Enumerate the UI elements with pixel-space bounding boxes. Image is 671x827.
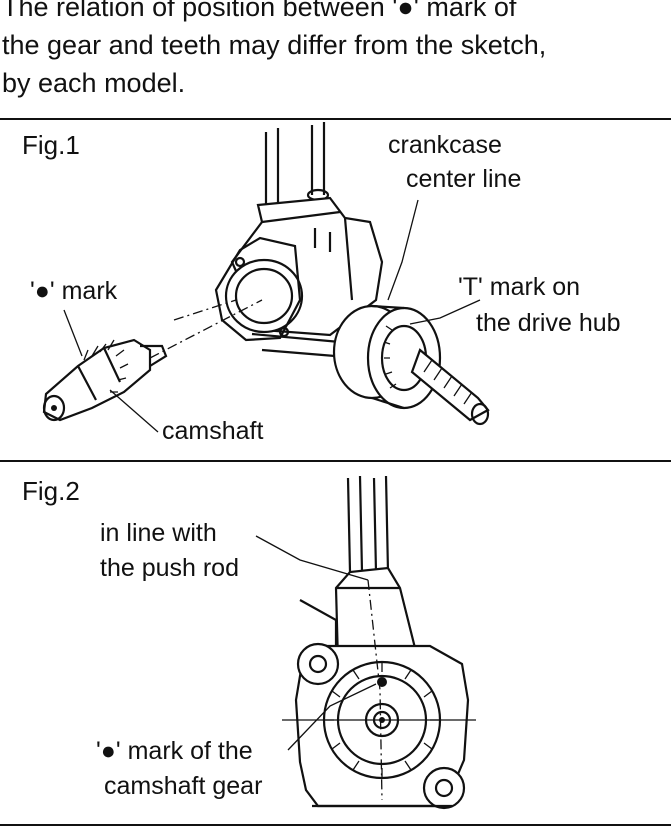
gear-mark-label-line2: camshaft gear bbox=[104, 772, 263, 800]
intro-line-1: The relation of position between '●' mar… bbox=[2, 0, 671, 26]
t-mark-label-line2: the drive hub bbox=[476, 309, 621, 337]
camshaft-label: camshaft bbox=[162, 417, 264, 445]
camshaft-illustration bbox=[42, 338, 168, 422]
dot-mark-label: '●' mark bbox=[30, 277, 118, 305]
divider-bottom bbox=[0, 824, 671, 826]
dot-mark-icon: ● bbox=[397, 0, 414, 22]
intro-line-3: by each model. bbox=[2, 68, 186, 98]
center-lines-fig1 bbox=[149, 299, 263, 359]
intro-text: The relation of position between '●' mar… bbox=[2, 0, 671, 102]
leader-lines-fig1 bbox=[63, 199, 481, 433]
dot-mark-icon: ● bbox=[34, 277, 50, 305]
drive-hub bbox=[251, 304, 490, 426]
push-rods-fig1 bbox=[264, 122, 330, 205]
divider-top bbox=[0, 118, 671, 120]
t-mark-label-line1: 'T' mark on bbox=[458, 273, 581, 301]
center-lines-fig2 bbox=[282, 579, 476, 801]
crankcase-label-line1: crankcase bbox=[388, 131, 502, 159]
fig1-title: Fig.1 bbox=[22, 130, 80, 160]
fig2-title: Fig.2 bbox=[22, 476, 80, 506]
crankcase-label-line2: center line bbox=[406, 165, 522, 193]
push-rod-label-line2: the push rod bbox=[100, 554, 239, 582]
leader-lines-fig2 bbox=[255, 535, 377, 751]
cylinder-body bbox=[214, 196, 384, 342]
gear-mark-label-line1: '●' mark of the bbox=[96, 737, 253, 765]
push-rod-label-line1: in line with bbox=[100, 519, 217, 547]
intro-line-2: the gear and teeth may differ from the s… bbox=[2, 30, 547, 60]
divider-middle bbox=[0, 460, 671, 462]
dot-mark-icon: ● bbox=[100, 737, 116, 765]
push-rods-fig2 bbox=[346, 475, 390, 573]
